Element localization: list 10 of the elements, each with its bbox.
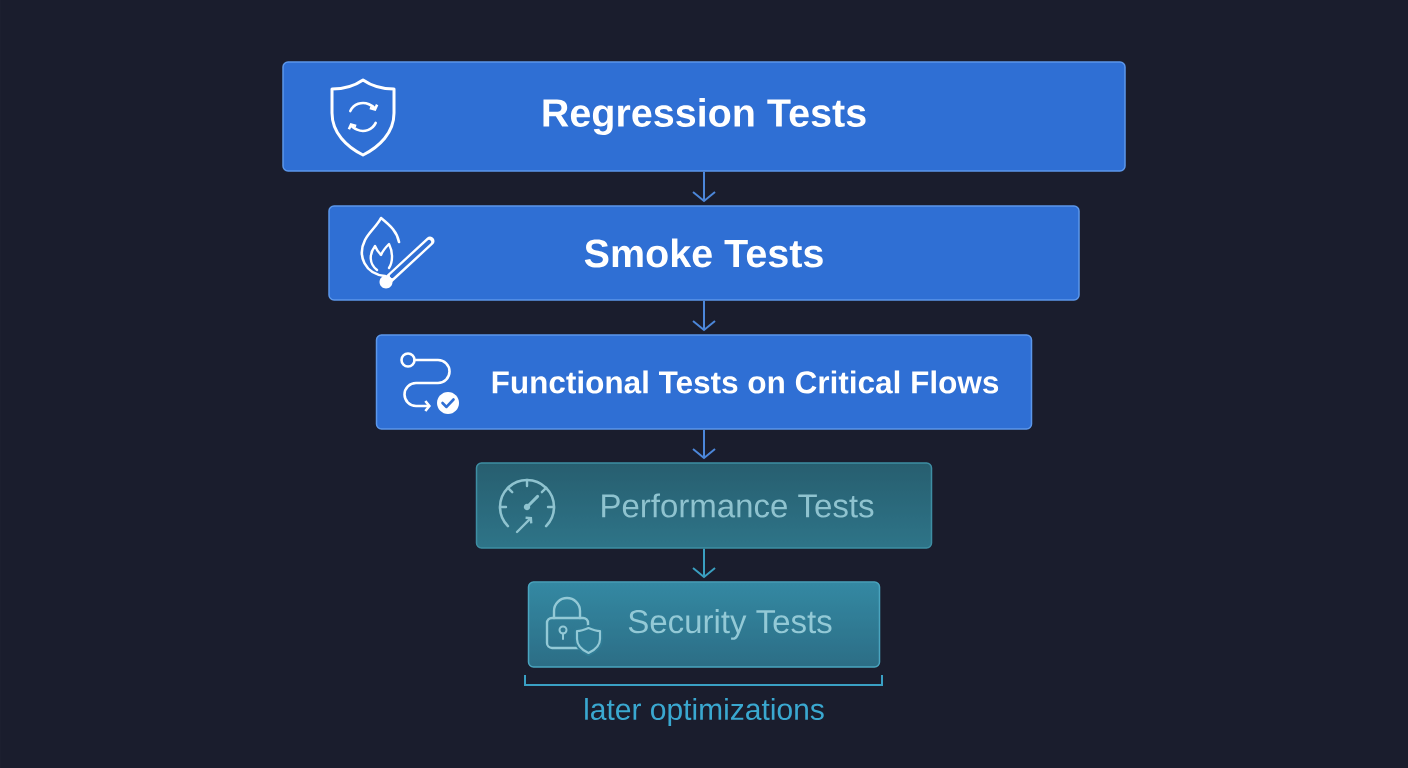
arrow xyxy=(692,299,716,332)
arrow xyxy=(692,428,716,460)
process-box: Performance Tests xyxy=(475,462,933,549)
process-box: Security Tests xyxy=(527,581,881,668)
bracket-label: later optimizations xyxy=(585,698,824,726)
process-box: Smoke Tests xyxy=(328,205,1080,301)
process-box: Regression Tests xyxy=(282,61,1126,172)
arrow xyxy=(692,170,716,203)
arrow xyxy=(692,547,716,579)
process-box: Functional Tests on Critical Flows xyxy=(375,334,1033,430)
